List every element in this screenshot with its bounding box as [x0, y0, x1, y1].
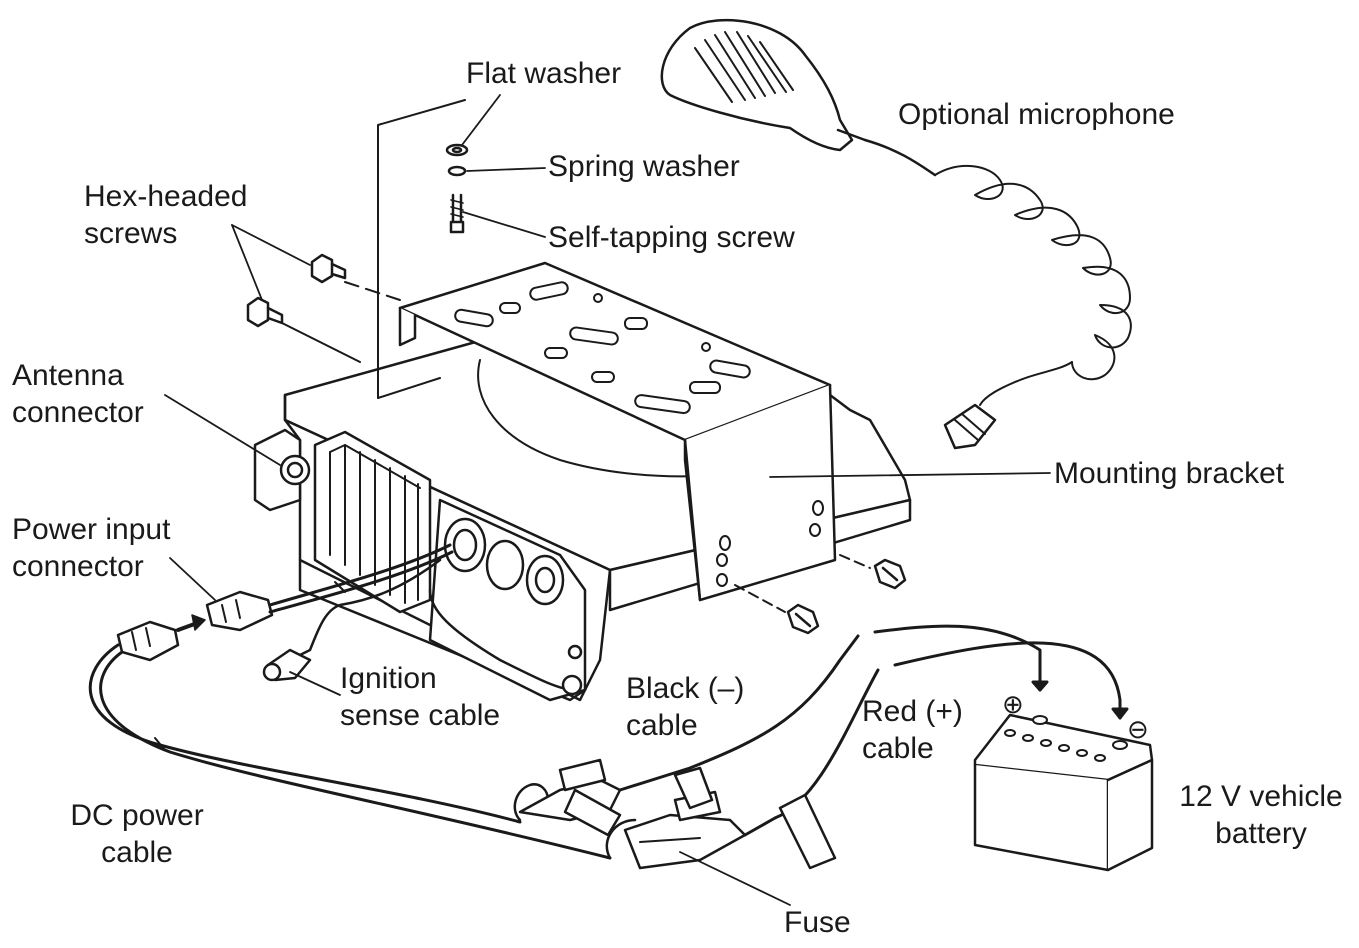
antenna-connector: [253, 428, 311, 512]
antenna-connector-label: Antenna connector: [12, 359, 144, 429]
power-input-connector-label: Power input connector: [12, 513, 171, 583]
ignition-sense-cable-label: Ignition sense cable: [340, 662, 501, 732]
self-tapping-screw: [449, 193, 465, 234]
plus-terminal-symbol: ⊕: [1002, 689, 1024, 719]
leader-lines: [164, 94, 1051, 906]
dc-plug-shape: [116, 620, 180, 662]
heat-sink: [313, 430, 432, 614]
flat-washer: [445, 143, 469, 157]
spring-washer-label: Spring washer: [548, 150, 740, 183]
side-screw-right: [839, 554, 907, 590]
black-cable-shape: [688, 624, 1049, 770]
microphone-plug: [943, 403, 997, 450]
side-screw-left: [734, 584, 820, 635]
red-cable-tag: [778, 793, 837, 870]
red-cable-label: Red (+) cable: [862, 695, 963, 765]
fuse-holder-upper: [513, 758, 692, 837]
optional-microphone-label: Optional microphone: [898, 98, 1175, 131]
spring-washer: [447, 165, 467, 177]
microphone-coiled-cord: [934, 164, 1132, 406]
hex-screw-top: [310, 253, 347, 284]
power-input-connector-shape: [205, 590, 274, 632]
hex-screw-bottom: [246, 296, 284, 328]
mounting-bracket-label: Mounting bracket: [1054, 457, 1285, 490]
black-cable-label: Black (–) cable: [626, 672, 745, 742]
rear-panel-connectors: [428, 498, 587, 702]
microphone-shape: [660, 18, 937, 177]
hex-headed-screws-label: Hex-headed screws: [84, 180, 248, 250]
dc-power-cable-shape: [88, 643, 612, 860]
battery-shape: [973, 713, 1154, 872]
flat-washer-label: Flat washer: [466, 57, 622, 90]
self-tapping-screw-label: Self-tapping screw: [548, 221, 795, 254]
ignition-cable-shape: [262, 558, 442, 682]
mounting-bracket-shape: [398, 261, 837, 602]
minus-terminal-symbol: ⊖: [1127, 714, 1149, 744]
fuse-label: Fuse: [784, 906, 851, 939]
screw-alignment-line: [377, 99, 466, 399]
dc-power-cable-label: DC power cable: [70, 799, 204, 869]
battery-label: 12 V vehicle battery: [1179, 780, 1343, 850]
black-cable-tag: [673, 766, 714, 810]
